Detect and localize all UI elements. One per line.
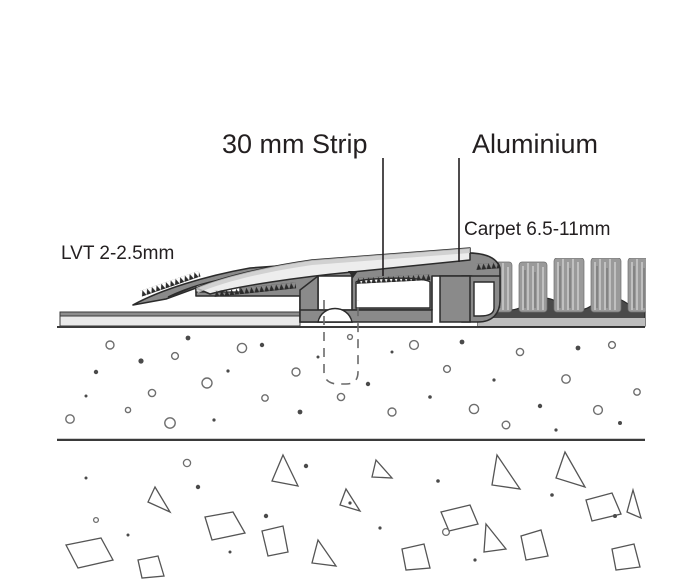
- concrete-layer: [57, 441, 645, 579]
- hidden-detail-outline: [323, 300, 359, 385]
- screed-layer: [57, 326, 645, 442]
- concrete-aggregate: [65, 450, 643, 579]
- screed-air-voids: [65, 333, 641, 432]
- label-30mm-strip: 30 mm Strip: [222, 129, 368, 159]
- label-lvt: LVT 2-2.5mm: [61, 243, 174, 264]
- label-aluminium: Aluminium: [472, 129, 598, 159]
- aluminium-profile: [132, 247, 501, 385]
- leader-lines: [382, 158, 460, 276]
- label-carpet: Carpet 6.5-11mm: [464, 219, 610, 240]
- grip-teeth: [140, 262, 501, 297]
- carpet-floor: [477, 258, 646, 327]
- lvt-floor: [59, 311, 301, 327]
- carpet-pile: [483, 258, 646, 313]
